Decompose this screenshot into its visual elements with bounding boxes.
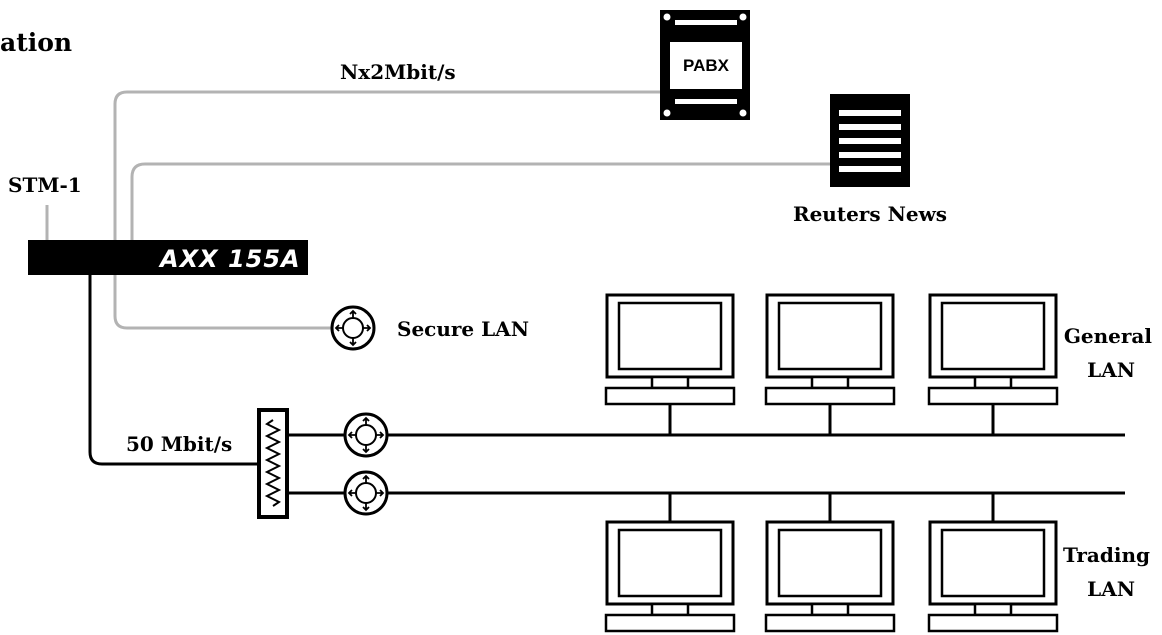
server-icon <box>830 94 910 187</box>
reuters-label: Reuters News <box>793 202 947 226</box>
network-hub-icon <box>343 470 389 516</box>
computer-icon <box>764 493 896 633</box>
filter-icon <box>257 408 289 519</box>
computer-icon <box>927 293 1059 435</box>
trading-lan-label-line2: LAN <box>1087 577 1135 601</box>
link-secure-lan <box>113 275 332 330</box>
general-lan-label-line1: General <box>1064 324 1153 348</box>
computer-icon <box>604 493 736 633</box>
link-label-stm1: STM-1 <box>8 173 82 197</box>
network-hub-icon <box>343 412 389 458</box>
trading-lan-label-line1: Trading <box>1063 543 1150 567</box>
network-hub-icon <box>330 305 376 351</box>
computer-icon <box>927 493 1059 633</box>
computer-icon <box>604 293 736 435</box>
link-label-nx2mbit: Nx2Mbit/s <box>340 60 456 84</box>
pabx-device: PABX <box>660 10 750 120</box>
link-pabx <box>113 90 660 240</box>
general-lan-label-line2: LAN <box>1087 358 1135 382</box>
link-50mbit <box>88 275 259 466</box>
link-label-50mbit: 50 Mbit/s <box>126 432 232 456</box>
axx-device: AXX 155A <box>28 240 308 275</box>
diagram-title: ation <box>0 28 72 57</box>
secure-lan-label: Secure LAN <box>397 317 529 341</box>
pabx-label: PABX <box>683 56 730 75</box>
link-reuters <box>130 162 830 240</box>
computer-icon <box>764 293 896 435</box>
device-brand: AXX 155A <box>158 245 301 273</box>
